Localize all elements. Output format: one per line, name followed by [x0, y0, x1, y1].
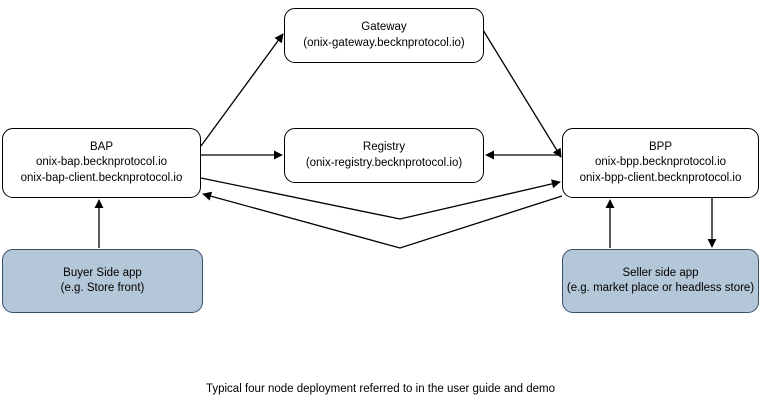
node-bap[interactable]: BAP onix-bap.becknprotocol.io onix-bap-c… [2, 128, 201, 198]
diagram-caption: Typical four node deployment referred to… [205, 383, 556, 395]
edge-bap-to-bpp [200, 177, 561, 220]
node-bap-host: onix-bap.becknprotocol.io [35, 156, 168, 169]
node-seller-side-app-subtitle: (e.g. market place or headless store) [566, 282, 755, 294]
edge-bap-to-gateway [200, 33, 284, 147]
node-registry[interactable]: Registry (onix-registry.becknprotocol.io… [284, 128, 484, 183]
node-buyer-side-app-subtitle: (e.g. Store front) [60, 282, 145, 294]
node-bap-client-host: onix-bap-client.becknprotocol.io [20, 171, 183, 184]
node-seller-side-app[interactable]: Seller side app (e.g. market place or he… [562, 249, 759, 313]
node-bpp-title: BPP [648, 140, 672, 153]
node-bap-title: BAP [89, 140, 113, 153]
node-bpp[interactable]: BPP onix-bpp.becknprotocol.io onix-bpp-c… [562, 128, 759, 198]
node-gateway[interactable]: Gateway (onix-gateway.becknprotocol.io) [284, 8, 484, 63]
node-gateway-subtitle: (onix-gateway.becknprotocol.io) [303, 36, 465, 49]
node-buyer-side-app[interactable]: Buyer Side app (e.g. Store front) [2, 249, 203, 313]
edge-gateway-to-bpp [482, 29, 562, 158]
node-registry-title: Registry [362, 141, 406, 153]
node-bpp-client-host: onix-bpp-client.becknprotocol.io [579, 171, 742, 184]
node-bpp-host: onix-bpp.becknprotocol.io [594, 156, 727, 169]
edge-bpp-to-bap [202, 191, 563, 249]
node-buyer-side-app-title: Buyer Side app [63, 266, 142, 279]
node-seller-side-app-title: Seller side app [622, 266, 699, 279]
node-gateway-title: Gateway [361, 21, 407, 33]
node-registry-subtitle: (onix-registry.becknprotocol.io) [305, 156, 463, 169]
